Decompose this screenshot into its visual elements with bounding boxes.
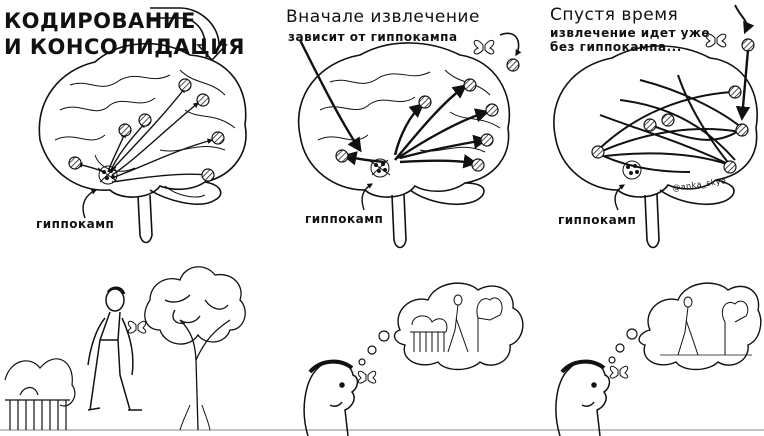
brain-encoding-nodes bbox=[68, 78, 225, 182]
butterfly-icon-mid bbox=[357, 370, 377, 384]
brain-early-retrieval-arrows bbox=[298, 39, 490, 169]
butterfly-icon-right bbox=[609, 365, 629, 379]
brain-encoding-arrows bbox=[76, 87, 214, 183]
hippocampus-pointer-1 bbox=[82, 189, 98, 219]
panel1-hippocampus-label: гиппокамп bbox=[36, 217, 115, 231]
hippocampus-late bbox=[622, 160, 642, 180]
hippocampus-pointer-2 bbox=[361, 183, 373, 211]
memory-scene-early bbox=[410, 294, 503, 353]
panel1-title-line1: КОДИРОВАНИЕ bbox=[4, 9, 196, 33]
brain-early-retrieval bbox=[297, 42, 511, 249]
title-arrow-encoding bbox=[150, 7, 228, 62]
brain-early-retrieval-nodes bbox=[335, 58, 520, 172]
panel3-subtitle-line2: без гиппокампа... bbox=[550, 40, 682, 54]
brain-late-retrieval-nodes bbox=[591, 38, 755, 174]
cue-arrow-3 bbox=[734, 4, 755, 35]
panel2-subtitle: зависит от гиппокампа bbox=[288, 30, 458, 44]
thinking-head-late bbox=[555, 359, 611, 436]
panel2-hippocampus-label: гиппокамп bbox=[305, 212, 384, 226]
panel3-hippocampus-label: гиппокамп bbox=[558, 213, 637, 227]
direct-retrieval-arrow bbox=[735, 49, 751, 121]
panel3-title: Спустя время bbox=[550, 5, 679, 25]
brain-late-retrieval-connections bbox=[594, 74, 743, 173]
panel1-title-line2: И КОНСОЛИДАЦИЯ bbox=[4, 35, 245, 59]
hippocampus-early bbox=[369, 158, 391, 178]
bush-left bbox=[0, 358, 764, 431]
brain-late-retrieval bbox=[553, 45, 758, 249]
hippocampus-pointer-3 bbox=[614, 184, 625, 211]
tree bbox=[144, 266, 246, 431]
thought-bubbles-early bbox=[358, 330, 390, 366]
thought-bubbles-late bbox=[608, 328, 638, 364]
butterfly-icon-bottom bbox=[127, 320, 147, 334]
panel2-title: Вначале извлечение bbox=[286, 7, 480, 27]
hippocampus-encoding bbox=[97, 165, 119, 185]
butterfly-icon bbox=[473, 39, 495, 55]
cue-arrow-2 bbox=[499, 32, 522, 57]
thinking-head-early bbox=[303, 359, 359, 436]
thought-cloud-late bbox=[638, 282, 762, 371]
walking-man bbox=[87, 286, 142, 411]
memory-scene-late bbox=[660, 296, 752, 356]
butterfly-icon-3 bbox=[705, 33, 727, 48]
panel3-subtitle-line1: извлечение идет уже bbox=[550, 26, 711, 40]
brain-encoding bbox=[38, 42, 247, 244]
